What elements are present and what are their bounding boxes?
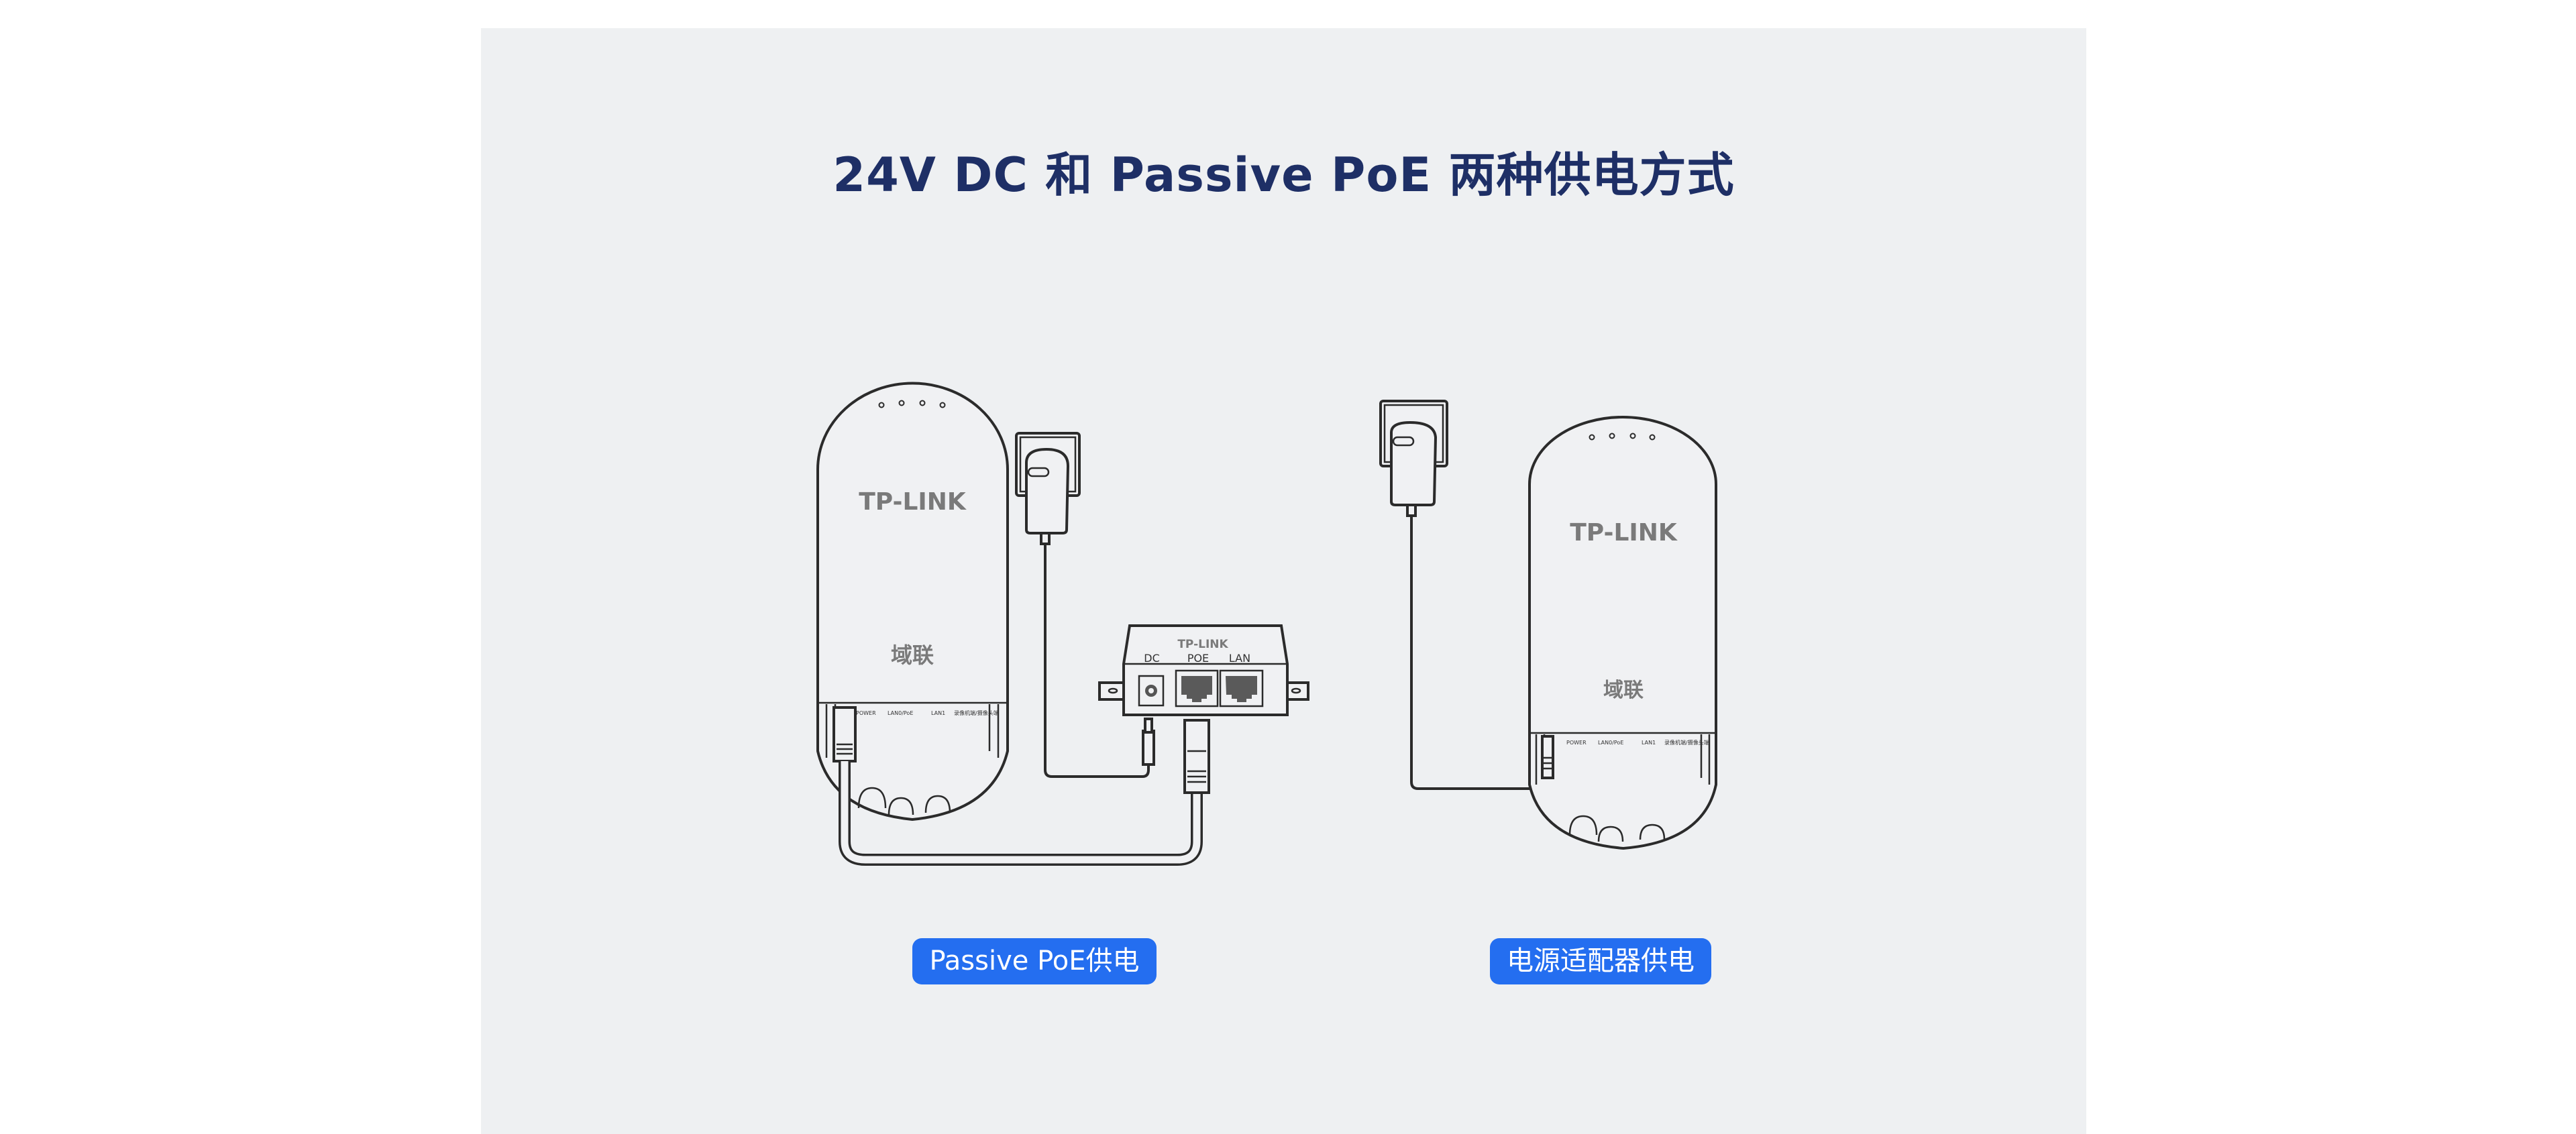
injector-brand-logo: TP-LINK bbox=[1177, 638, 1228, 651]
device-brand-logo: TP-LINK bbox=[859, 488, 967, 516]
device-brand-logo: TP-LINK bbox=[1570, 519, 1678, 547]
right-cpe-device: TP-LINK 域联 POWER LAN0/PoE LAN1 录像机端/摄像头端 bbox=[1528, 416, 1717, 850]
dc-jack-icon bbox=[1138, 675, 1165, 707]
port-label-lan1: LAN1 bbox=[931, 710, 945, 716]
rj45-plug-icon bbox=[1183, 719, 1210, 794]
injector-label-dc: DC bbox=[1144, 652, 1160, 665]
wall-socket-adapter-left bbox=[1015, 432, 1155, 778]
port-label-recorder: 录像机端/摄像头端 bbox=[954, 710, 999, 716]
device-brand-cn: 域联 bbox=[1603, 679, 1644, 702]
port-label-lan0: LAN0/PoE bbox=[888, 710, 913, 716]
port-label-recorder: 录像机端/摄像头端 bbox=[1664, 739, 1709, 746]
port-label-lan1: LAN1 bbox=[1642, 740, 1656, 746]
wall-socket-adapter-right bbox=[1379, 400, 1549, 790]
port-label-lan0: LAN0/PoE bbox=[1598, 740, 1623, 746]
page-title: 24V DC 和 Passive PoE 两种供电方式 bbox=[833, 148, 1735, 203]
adapter-power-label: 电源适配器供电 bbox=[1490, 938, 1711, 984]
injector-label-lan: LAN bbox=[1229, 652, 1250, 665]
device-brand-cn: 域联 bbox=[891, 642, 934, 668]
background-panel bbox=[481, 28, 2086, 1134]
port-label-power: POWER bbox=[856, 710, 876, 716]
port-label-power: POWER bbox=[1566, 740, 1587, 746]
lan-port-icon bbox=[1219, 669, 1264, 707]
poe-injector: TP-LINK DC POE LAN bbox=[1098, 624, 1309, 794]
injector-label-poe: POE bbox=[1187, 652, 1209, 665]
passive-poe-label: Passive PoE供电 bbox=[912, 938, 1157, 984]
left-cpe-device: TP-LINK 域联 POWER LAN0/PoE LAN1 录像机端/摄像头端 bbox=[816, 382, 1009, 821]
poe-port-icon bbox=[1175, 669, 1219, 707]
